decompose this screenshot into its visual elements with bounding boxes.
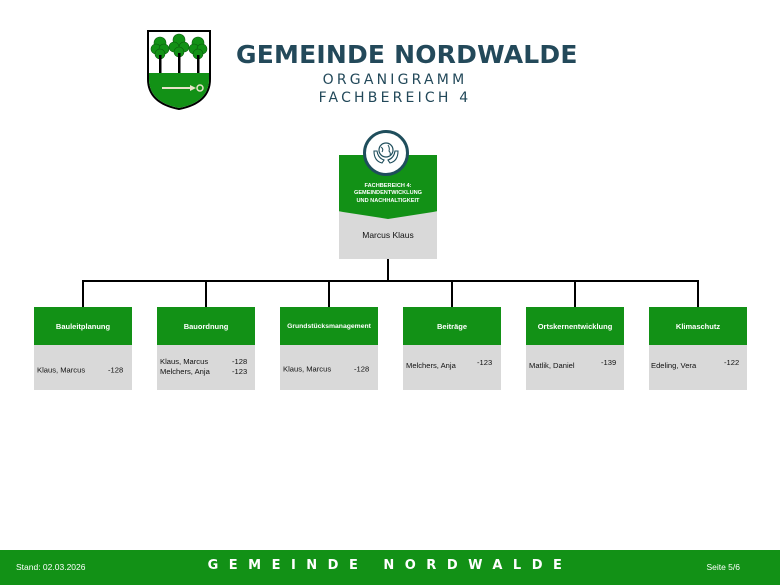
connector-line (205, 280, 207, 308)
department-title: Ortskernentwicklung (526, 307, 624, 345)
head-name: Marcus Klaus (362, 230, 414, 240)
page-subtitle-department: FACHBEREICH 4 (318, 90, 472, 106)
department-box-grundstuecksmanagement: Grundstücksmanagement Klaus, Marcus -128 (280, 307, 378, 390)
staff-extension: -128 (354, 364, 370, 374)
staff-extension: -128 (232, 357, 248, 366)
department-box-beitraege: Beiträge Melchers, Anja -123 (403, 307, 501, 390)
connector-line (387, 259, 389, 281)
staff-extension: -139 (601, 358, 617, 367)
department-title: Bauleitplanung (34, 307, 132, 345)
department-title: Beiträge (403, 307, 501, 345)
department-box-bauleitplanung: Bauleitplanung Klaus, Marcus -128 (34, 307, 132, 390)
department-staff: Klaus, Marcus -128 Melchers, Anja -123 (157, 345, 255, 390)
department-staff: Klaus, Marcus -128 (34, 345, 132, 390)
staff-name: Klaus, Marcus (37, 365, 86, 375)
staff-name: Klaus, Marcus (283, 364, 332, 374)
staff-extension: -123 (232, 367, 248, 376)
footer-date: Stand: 02.03.2026 (16, 562, 86, 572)
department-staff: Klaus, Marcus -128 (280, 345, 378, 390)
connector-line (697, 280, 699, 308)
department-box-ortskernentwicklung: Ortskernentwicklung Matlik, Daniel -139 (526, 307, 624, 390)
connector-line (328, 280, 330, 308)
footer-bar: Stand: 02.03.2026 GEMEINDE NORDWALDE Sei… (0, 550, 780, 585)
footer-page-number: Seite 5/6 (706, 562, 740, 572)
connector-line (451, 280, 453, 308)
page-title: GEMEINDE NORDWALDE (236, 40, 578, 69)
connector-line (82, 280, 84, 308)
department-title: Grundstücksmanagement (280, 307, 378, 345)
staff-extension: -122 (724, 358, 740, 367)
staff-name: Edeling, Vera (651, 361, 697, 370)
staff-name: Melchers, Anja (406, 361, 456, 370)
department-title: Klimaschutz (649, 307, 747, 345)
connector-line (574, 280, 576, 308)
footer-title: GEMEINDE NORDWALDE (207, 558, 573, 573)
department-title: Bauordnung (157, 307, 255, 345)
page-subtitle: ORGANIGRAMM (322, 72, 468, 88)
globe-in-hands-icon (363, 130, 409, 176)
department-staff: Edeling, Vera -122 (649, 345, 747, 390)
department-box-klimaschutz: Klimaschutz Edeling, Vera -122 (649, 307, 747, 390)
coat-of-arms-icon (147, 30, 211, 111)
staff-name: Melchers, Anja (160, 367, 210, 376)
staff-name: Klaus, Marcus (160, 357, 209, 366)
department-staff: Matlik, Daniel -139 (526, 345, 624, 390)
staff-extension: -128 (108, 365, 124, 375)
staff-extension: -123 (477, 358, 493, 367)
department-staff: Melchers, Anja -123 (403, 345, 501, 390)
head-title: FACHBEREICH 4: GEMEINDENTWICKLUNG UND NA… (353, 183, 423, 204)
connector-line (82, 280, 699, 282)
staff-name: Matlik, Daniel (529, 361, 575, 370)
department-box-bauordnung: Bauordnung Klaus, Marcus -128 Melchers, … (157, 307, 255, 390)
